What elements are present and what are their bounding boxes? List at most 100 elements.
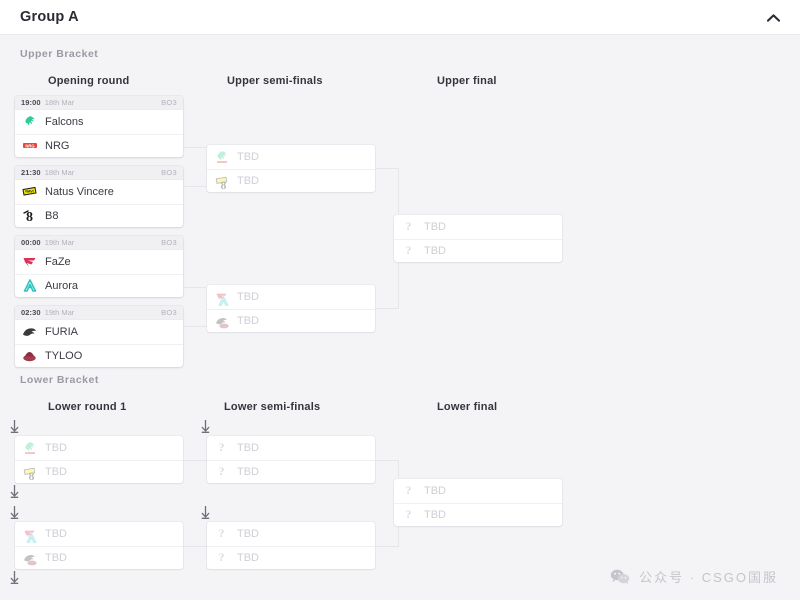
team-row[interactable]: 8 TBD	[207, 168, 375, 193]
match-header: 21:30 18th Mar BO3	[15, 166, 183, 180]
team-name: Aurora	[45, 279, 79, 292]
team-row[interactable]: 8 TBD	[15, 459, 183, 484]
connector	[183, 147, 207, 148]
team-row[interactable]: Aurora	[15, 273, 183, 298]
team-row[interactable]: NRG NRG	[15, 133, 183, 158]
match-format: BO3	[161, 168, 177, 177]
navi-b8-logo: 8	[214, 173, 229, 191]
chevron-up-icon	[766, 14, 780, 22]
match-card[interactable]: ? TBD ? TBD	[207, 436, 375, 483]
question-mark-icon: ?	[218, 440, 225, 455]
round-label-lower-final: Lower final	[437, 401, 498, 413]
match-card[interactable]: 02:30 19th Mar BO3 FURIA TYLOO	[15, 306, 183, 367]
page-title: Group A	[20, 9, 79, 25]
team-row[interactable]: TBD	[207, 285, 375, 309]
team-row[interactable]: NAVI Natus Vincere	[15, 180, 183, 204]
connector	[183, 186, 207, 187]
question-mark-icon: ?	[405, 219, 412, 234]
collapse-toggle-button[interactable]	[764, 9, 782, 27]
connector	[183, 326, 207, 327]
svg-text:NAVI: NAVI	[25, 190, 33, 194]
match-time: 19:00	[21, 98, 41, 107]
match-card[interactable]: TBD TBD	[15, 522, 183, 569]
navi-b8-logo: 8	[22, 464, 37, 482]
match-card[interactable]: 21:30 18th Mar BO3 NAVI Natus Vincere 8 …	[15, 166, 183, 227]
team-row[interactable]: 8 B8	[15, 203, 183, 228]
team-name: TBD	[237, 314, 259, 327]
arrow-down-icon	[199, 505, 211, 519]
round-label-upper-semi-finals: Upper semi-finals	[227, 75, 323, 87]
team-row[interactable]: FURIA	[15, 320, 183, 344]
team-row[interactable]: ? TBD	[394, 215, 562, 239]
team-name: TBD	[424, 244, 446, 257]
match-card[interactable]: ? TBD ? TBD	[394, 479, 562, 526]
falcons-logo	[22, 440, 37, 455]
watermark-text: 公众号 · CSGO国服	[639, 570, 778, 585]
team-name: TBD	[237, 465, 259, 478]
question-mark-icon: ?	[218, 550, 225, 565]
match-card[interactable]: ? TBD ? TBD	[394, 215, 562, 262]
match-date: 18th Mar	[44, 98, 75, 107]
team-name: FURIA	[45, 325, 78, 338]
faze-aurora-logo	[214, 289, 229, 306]
arrow-down-icon	[8, 505, 20, 519]
aurora-logo	[22, 278, 37, 293]
team-row[interactable]: ? TBD	[394, 238, 562, 263]
team-name: TBD	[45, 465, 67, 478]
team-row[interactable]: TBD	[15, 436, 183, 460]
team-name: TBD	[237, 150, 259, 163]
tyloo-logo	[22, 348, 37, 363]
match-card[interactable]: TBD 8 TBD	[207, 145, 375, 192]
team-row[interactable]: ? TBD	[207, 436, 375, 460]
team-name: TBD	[45, 527, 67, 540]
match-format: BO3	[161, 238, 177, 247]
round-label-opening-round: Opening round	[48, 75, 130, 87]
match-date: 19th Mar	[44, 238, 75, 247]
b8-logo: 8	[22, 208, 37, 223]
team-name: TBD	[424, 508, 446, 521]
arrow-down-icon	[8, 570, 20, 584]
team-name: Falcons	[45, 115, 84, 128]
arrow-down-icon	[199, 419, 211, 433]
team-row[interactable]: ? TBD	[207, 545, 375, 570]
match-card[interactable]: ? TBD ? TBD	[207, 522, 375, 569]
question-mark-icon: ?	[218, 526, 225, 541]
team-row[interactable]: TYLOO	[15, 343, 183, 368]
svg-text:8: 8	[29, 470, 35, 482]
match-card[interactable]: 00:00 19th Mar BO3 FaZe Aurora	[15, 236, 183, 297]
furia-tyloo-logo	[22, 550, 37, 566]
match-header: 00:00 19th Mar BO3	[15, 236, 183, 250]
match-format: BO3	[161, 308, 177, 317]
lower-bracket-label: Lower Bracket	[20, 374, 99, 386]
team-row[interactable]: TBD	[15, 522, 183, 546]
furia-tyloo-logo	[214, 313, 229, 329]
team-name: TBD	[237, 551, 259, 564]
team-name: FaZe	[45, 255, 71, 268]
match-card[interactable]: TBD TBD	[207, 285, 375, 332]
match-header: 02:30 19th Mar BO3	[15, 306, 183, 320]
team-row[interactable]: ? TBD	[207, 459, 375, 484]
team-row[interactable]: FaZe	[15, 250, 183, 274]
team-name: TBD	[237, 527, 259, 540]
team-row[interactable]: TBD	[15, 545, 183, 570]
round-label-lower-semi-finals: Lower semi-finals	[224, 401, 321, 413]
team-name: TBD	[45, 441, 67, 454]
team-row[interactable]: Falcons	[15, 110, 183, 134]
match-card[interactable]: TBD 8 TBD	[15, 436, 183, 483]
group-header: Group A	[0, 0, 800, 35]
team-name: TBD	[424, 220, 446, 233]
team-row[interactable]: ? TBD	[394, 502, 562, 527]
arrow-down-icon	[8, 484, 20, 498]
watermark: 公众号 · CSGO国服	[610, 567, 778, 586]
team-row[interactable]: ? TBD	[207, 522, 375, 546]
team-row[interactable]: TBD	[207, 308, 375, 333]
furia-logo	[22, 324, 37, 339]
match-card[interactable]: 19:00 18th Mar BO3 Falcons NRG NRG	[15, 96, 183, 157]
connector	[376, 168, 398, 169]
question-mark-icon: ?	[405, 507, 412, 522]
team-row[interactable]: ? TBD	[394, 479, 562, 503]
team-row[interactable]: TBD	[207, 145, 375, 169]
connector	[376, 460, 398, 461]
falcons-logo	[22, 114, 37, 129]
